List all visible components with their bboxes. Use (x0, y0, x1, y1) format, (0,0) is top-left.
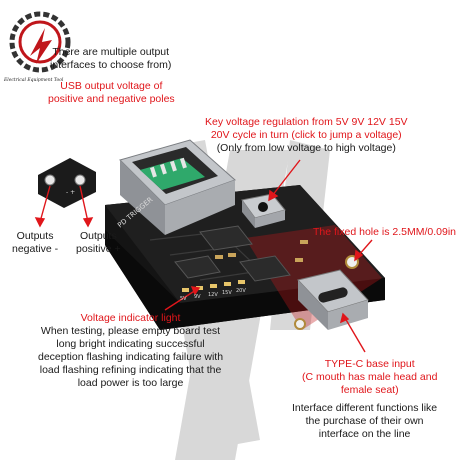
led-arrow (164, 286, 201, 311)
interface-functions-note: Interface different functions like the p… (292, 402, 438, 440)
svg-text:- +: - + (66, 189, 75, 196)
voltage-mark: 12V (208, 292, 218, 298)
output-interfaces-note: There are multiple output interfaces to … (50, 46, 172, 71)
voltage-indicator-note: Voltage indicator light When testing, pl… (38, 312, 224, 389)
voltage-mark: 9V (194, 294, 201, 300)
fixed-hole-note: The fixed hole is 2.5MM/0.09in (313, 226, 456, 238)
voltage-mark: 20V (236, 288, 246, 294)
output-pad-closeup: - + (38, 158, 96, 208)
voltage-mark: 5V (180, 296, 187, 302)
voltage-mark: 15V (222, 290, 232, 296)
logo-caption: Electrical Equipment Tool (4, 78, 64, 83)
brand-logo (9, 11, 71, 73)
pad-arrows (34, 185, 94, 228)
key-arrow (268, 159, 301, 202)
key-regulation-note: Key voltage regulation from 5V 9V 12V 15… (205, 116, 408, 154)
pcb-voltage-marks: 5V 9V 12V 15V 20V (180, 288, 246, 302)
outputs-negative-label: Outputs negative - (12, 230, 59, 255)
fixed-hole (294, 255, 359, 330)
chips (174, 225, 308, 282)
usb-output-note: USB output voltage of positive and negat… (48, 80, 175, 105)
usb-a-port (119, 139, 236, 235)
outputs-positive-label: Outputs positive + (76, 230, 121, 255)
typec-note: TYPE-C base input (C mouth has male head… (302, 358, 438, 396)
type-c-port (297, 269, 369, 330)
typec-arrow (339, 312, 366, 353)
voltage-key-button (241, 193, 286, 228)
hole-arrow (354, 239, 373, 262)
